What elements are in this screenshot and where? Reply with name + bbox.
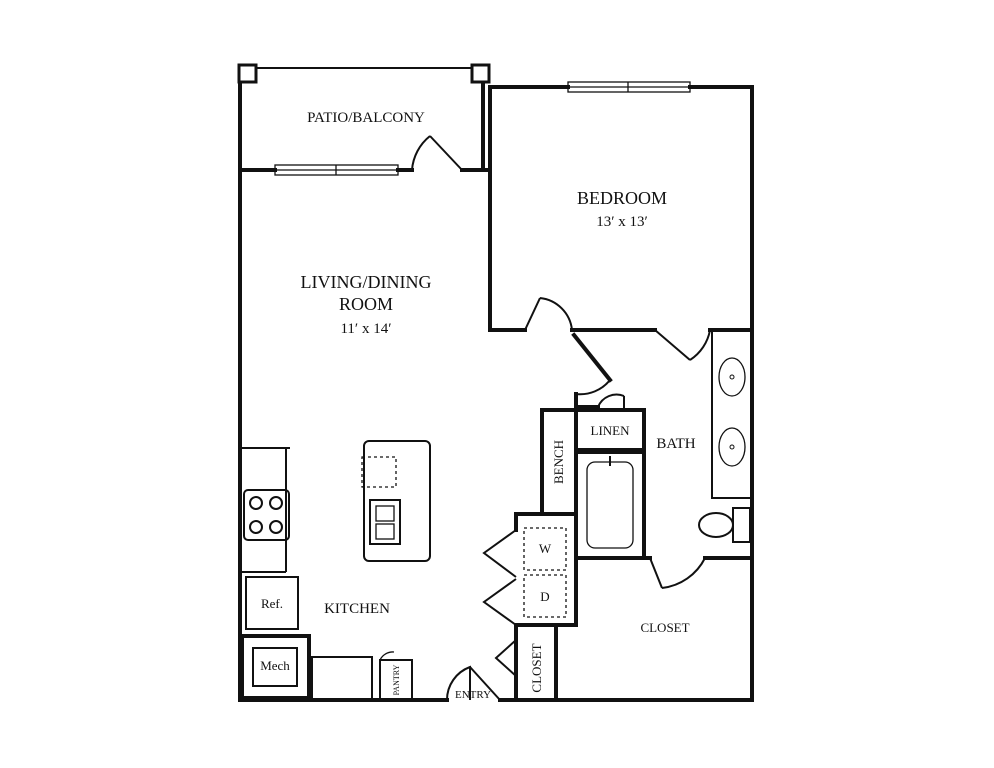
- vanity-counter: [711, 329, 753, 499]
- lower-cabinet: [311, 656, 373, 701]
- patio-post-left: [237, 63, 258, 84]
- kitchen-counter: [240, 447, 290, 573]
- washer: [523, 527, 567, 571]
- kitchen-island: [363, 440, 431, 562]
- mech-label: Mech: [260, 658, 290, 673]
- pantry-box: [379, 659, 413, 701]
- entry-door: [469, 666, 501, 701]
- exterior-walls: [238, 66, 754, 702]
- washer-label: W: [539, 541, 552, 556]
- bedroom-label: BEDROOM: [577, 188, 667, 208]
- mech-closet: [240, 634, 311, 700]
- living-size: 11′ x 14′: [340, 321, 391, 337]
- living-label-1: LIVING/DINING: [301, 272, 432, 292]
- cooktop-icon: [243, 489, 290, 541]
- closet-label: CLOSET: [640, 620, 689, 635]
- patio-door-swing: [411, 135, 463, 171]
- drain-lower: [729, 444, 735, 450]
- drain-upper: [729, 374, 735, 380]
- toilet-icon: [698, 507, 751, 543]
- mech-unit: [252, 647, 298, 687]
- sink-lower-icon: [718, 427, 746, 467]
- double-sink-icon: [369, 499, 401, 545]
- refrigerator-label: Ref.: [261, 596, 283, 611]
- patio-label: PATIO/BALCONY: [307, 110, 425, 126]
- pantry-label: PANTRY: [392, 664, 401, 695]
- entry-label: ENTRY: [455, 689, 491, 701]
- window-bedroom: [567, 81, 691, 93]
- linen-label: LINEN: [591, 423, 631, 438]
- dryer: [523, 574, 567, 618]
- bench-label: BENCH: [551, 440, 566, 484]
- living-label-2: ROOM: [339, 294, 393, 314]
- bedroom-size: 13′ x 13′: [596, 214, 648, 230]
- bath-label: BATH: [656, 436, 695, 452]
- sink-upper-icon: [718, 357, 746, 397]
- pantry-door: [379, 651, 395, 661]
- island-seat: [361, 456, 397, 488]
- entry-closet-label: CLOSET: [529, 643, 544, 692]
- dryer-label: D: [540, 589, 549, 604]
- refrigerator: [245, 576, 299, 630]
- entry-door-swing: [445, 665, 471, 701]
- patio-post-right: [470, 63, 491, 84]
- sliding-door-patio: [274, 164, 399, 176]
- bathtub-icon: [586, 456, 634, 549]
- kitchen-label: KITCHEN: [324, 601, 390, 617]
